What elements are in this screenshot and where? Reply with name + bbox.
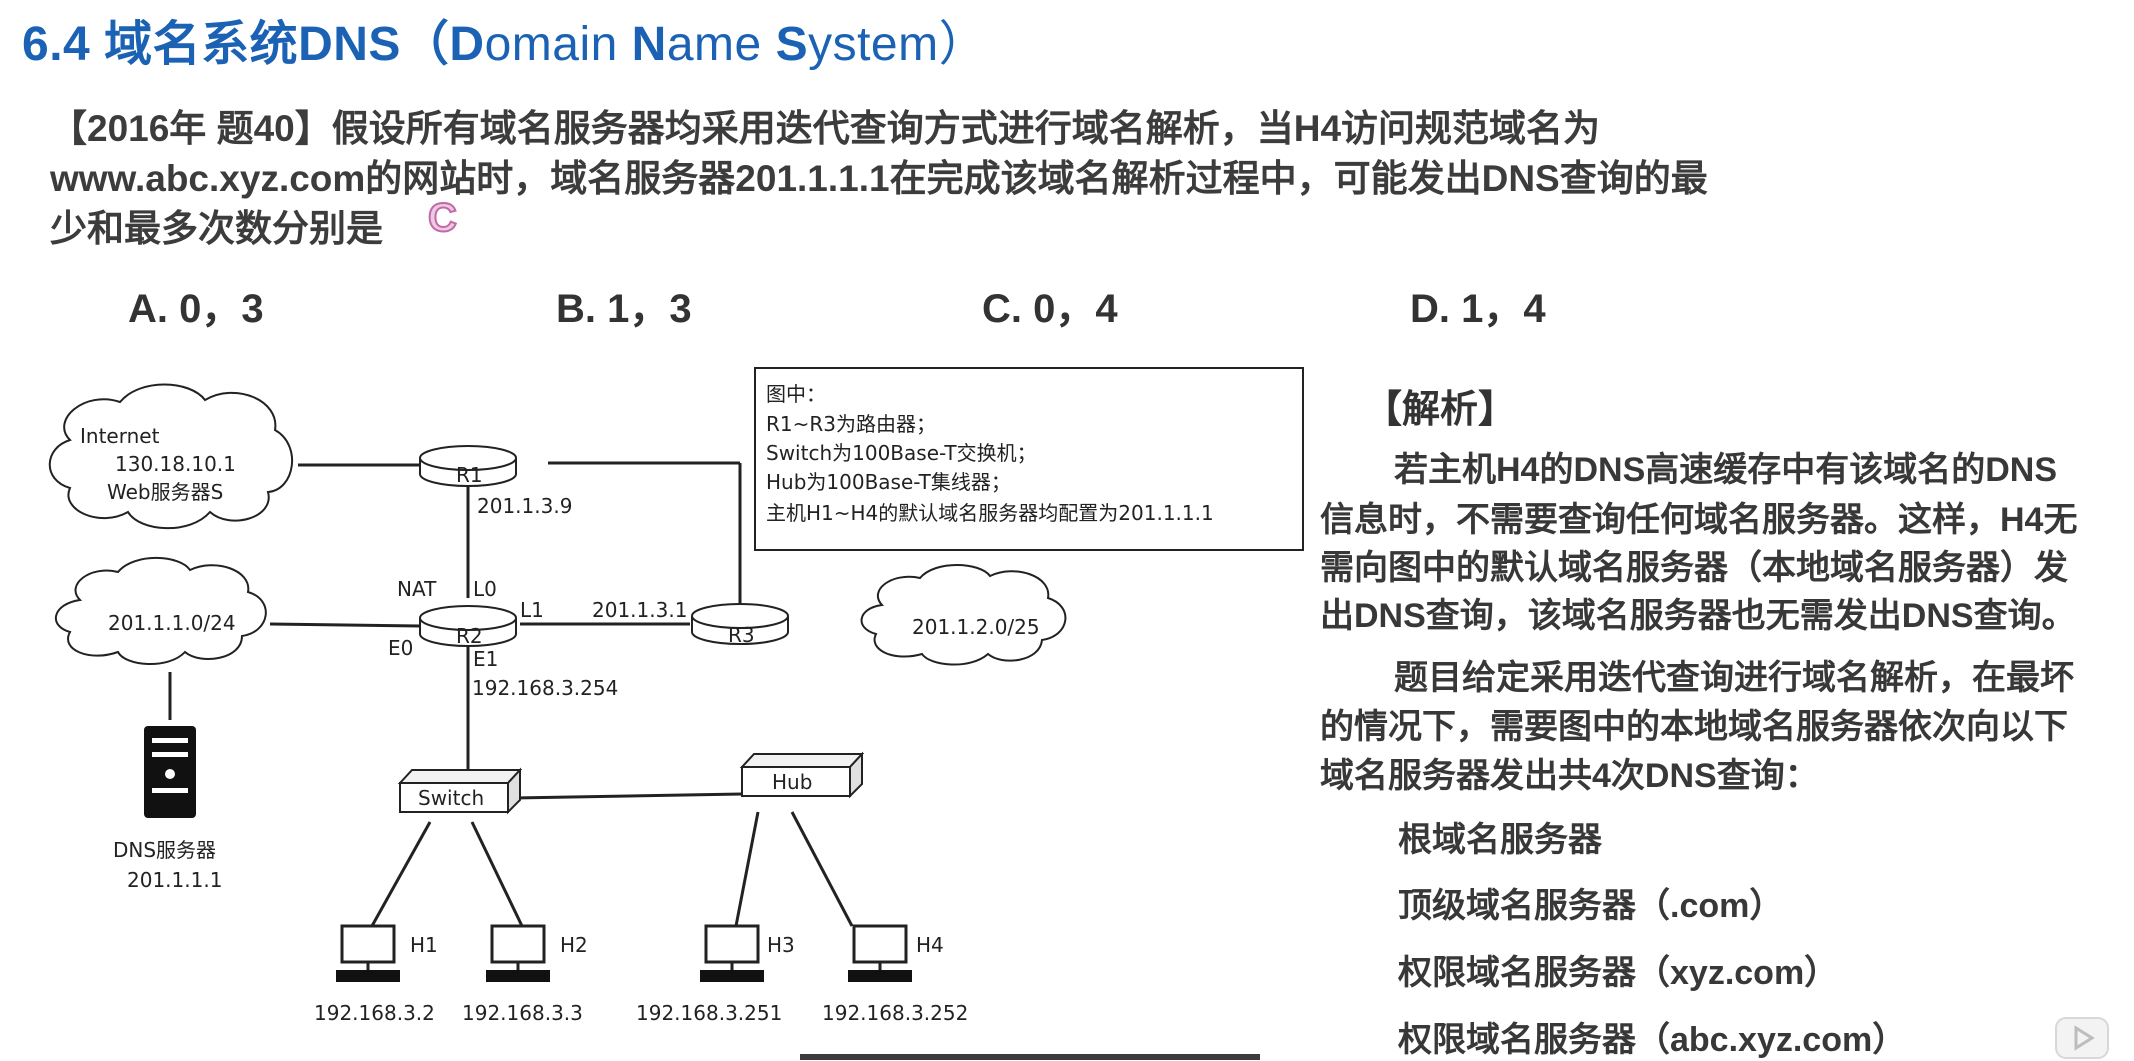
question-line-3: 少和最多次数分别是 [50,208,383,249]
analysis-title: 【解析】 [1364,389,1517,431]
analysis-p1-line4: 出DNS查询，该域名服务器也无需发出DNS查询。 [1320,597,2076,635]
lan-cloud-icon [54,556,267,665]
analysis-p2-line2: 的情况下，需要图中的本地域名服务器依次向以下 [1320,708,2068,746]
lan-cloud-label: 201.1.1.0/24 [108,611,236,635]
title-prefix: 6.4 域名系统DNS（ [22,18,450,71]
host-h4-computer-icon [848,924,912,982]
analysis-p2-line1: 题目给定采用迭代查询进行域名解析，在最坏 [1394,659,2074,697]
title-ystem: ystem） [808,18,988,71]
server-item-tld: 顶级域名服务器（.com） [1398,887,1784,925]
host-h3-ip: 192.168.3.251 [636,1001,782,1025]
hub-icon [739,751,865,799]
option-b: B. 1，3 [556,287,692,331]
analysis-p1-line2: 信息时，不需要查询任何域名服务器。这样，H4无 [1320,501,2078,539]
lan-cloud-right-icon [860,564,1067,666]
link-switch-h1 [370,821,432,927]
link-hub-h4 [790,811,854,927]
legend-line-5: 主机H1~H4的默认域名服务器均配置为201.1.1.1 [766,501,1214,525]
link-hub-h3 [734,811,760,927]
link-cloud-r2 [269,622,421,628]
answer-mark: C [427,195,458,241]
router-r3-label: R3 [728,623,755,647]
option-d: D. 1，4 [1410,287,1546,331]
router-r2-label: R2 [456,624,483,648]
analysis-p1-line1: 若主机H4的DNS高速缓存中有该域名的DNS [1394,451,2058,489]
hub-label: Hub [772,770,812,794]
internet-label: Internet [80,424,160,448]
legend-line-4: Hub为100Base-T集线器； [766,470,1011,494]
e1-ip-label: 192.168.3.254 [472,676,618,700]
question-line-1: 【2016年 题40】假设所有域名服务器均采用迭代查询方式进行域名解析，当H4访… [50,108,1601,149]
nat-label: NAT [397,577,437,601]
play-icon[interactable] [2054,1016,2110,1060]
web-server-label: Web服务器S [107,480,223,504]
title-letter-n: N [631,18,667,71]
router-r2-icon [419,605,517,647]
network-links [168,461,854,927]
internet-ip: 130.18.10.1 [115,452,236,476]
host-h2-computer-icon [486,924,550,982]
server-item-abc: 权限域名服务器（abc.xyz.com） [1398,1021,1907,1059]
internet-cloud-icon [48,383,294,530]
subtitle-fragment [800,1054,1260,1060]
dns-server-ip: 201.1.1.1 [127,868,222,892]
slide-title: 6.4 域名系统DNS（Domain Name System） [22,4,987,74]
lan-cloud-right-label: 201.1.2.0/25 [912,615,1040,639]
e0-label: E0 [388,636,413,660]
legend-box [754,367,1304,551]
legend-line-3: Switch为100Base-T交换机； [766,441,1037,465]
host-h1-label: H1 [410,933,438,957]
title-letter-d: D [449,18,485,71]
title-letter-s: S [775,18,809,71]
question-line-2: www.abc.xyz.com的网站时，域名服务器201.1.1.1在完成该域名… [50,158,1708,199]
dns-server-icon [144,726,196,818]
host-h4-label: H4 [916,933,944,957]
host-h2-ip: 192.168.3.3 [462,1001,583,1025]
host-h1-computer-icon [336,924,400,982]
legend-line-2: R1~R3为路由器； [766,412,936,436]
analysis-p2-line3: 域名服务器发出共4次DNS查询： [1320,757,1819,795]
link-switch-hub [513,792,743,800]
switch-label: Switch [418,786,484,810]
host-h2-label: H2 [560,933,588,957]
network-diagram: Internet 130.18.10.1 Web服务器S 201.1.1.0/2… [48,367,1304,1025]
router-r3-icon [691,603,789,645]
l1-label: L1 [520,598,544,622]
router-r1-icon [419,445,517,487]
title-ame: ame [666,18,776,71]
link-switch-h2 [470,821,524,927]
dns-server-label: DNS服务器 [113,838,216,862]
server-item-xyz: 权限域名服务器（xyz.com） [1398,954,1839,992]
r3-ip-label: 201.1.3.1 [592,598,687,622]
e1-label: E1 [473,647,498,671]
host-h3-computer-icon [700,924,764,982]
option-a: A. 0，3 [128,287,264,331]
option-c: C. 0，4 [982,287,1118,331]
analysis-p1-line3: 需向图中的默认域名服务器（本地域名服务器）发 [1320,549,2068,587]
server-item-root: 根域名服务器 [1398,821,1602,859]
host-h3-label: H3 [767,933,795,957]
router-r1-label: R1 [456,463,483,487]
r1-ip-label: 201.1.3.9 [477,494,572,518]
switch-icon [397,767,523,815]
title-omain: omain [484,18,632,71]
l0-label: L0 [473,577,497,601]
legend-line-1: 图中： [766,382,826,406]
host-h4-ip: 192.168.3.252 [822,1001,968,1025]
host-h1-ip: 192.168.3.2 [314,1001,435,1025]
